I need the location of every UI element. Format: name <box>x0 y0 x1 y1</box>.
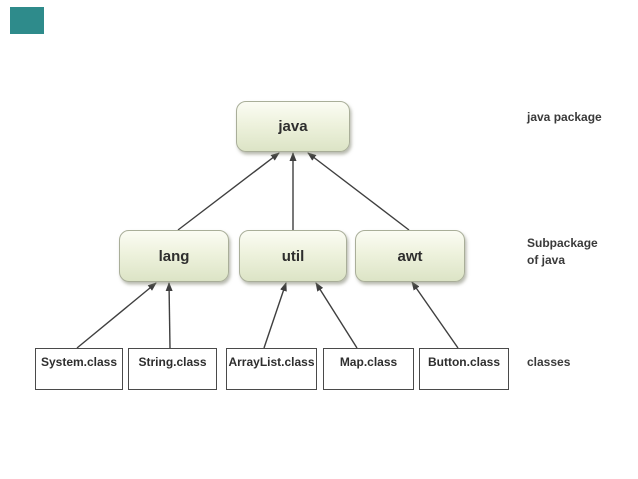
node-lang: lang <box>119 230 229 282</box>
node-map-class: Map.class <box>323 348 414 390</box>
node-string-class-label: String.class <box>138 355 207 369</box>
node-string-class: String.class <box>128 348 217 390</box>
node-button-class-label: Button.class <box>427 355 500 369</box>
edge-system-to-lang <box>76 282 157 349</box>
edge-lang-to-java <box>177 152 280 231</box>
node-java-label: java <box>278 118 308 135</box>
node-util-label: util <box>281 247 305 265</box>
annotation-subpackage-of-java: Subpackage of java <box>527 236 598 267</box>
node-system-class: System.class <box>35 348 123 390</box>
node-lang-label: lang <box>158 247 190 265</box>
edge-arraylist-to-util <box>263 282 287 349</box>
edge-awt-to-java <box>307 152 410 231</box>
node-arraylist-class: ArrayList.class <box>226 348 317 390</box>
edge-map-to-util <box>315 282 358 349</box>
node-system-class-label: System.class <box>40 355 118 369</box>
node-button-class: Button.class <box>419 348 509 390</box>
slide-decoration-block <box>10 7 44 34</box>
annotation-java-package: java package <box>527 110 602 124</box>
node-awt: awt <box>355 230 465 282</box>
edge-string-to-lang <box>165 282 173 349</box>
node-arraylist-class-label: ArrayList.class <box>228 355 315 369</box>
annotation-classes: classes <box>527 355 571 369</box>
node-util: util <box>239 230 347 282</box>
node-awt-label: awt <box>397 247 423 265</box>
node-map-class-label: Map.class <box>339 355 398 369</box>
node-java: java <box>236 101 350 152</box>
edge-button-to-awt <box>411 281 459 349</box>
